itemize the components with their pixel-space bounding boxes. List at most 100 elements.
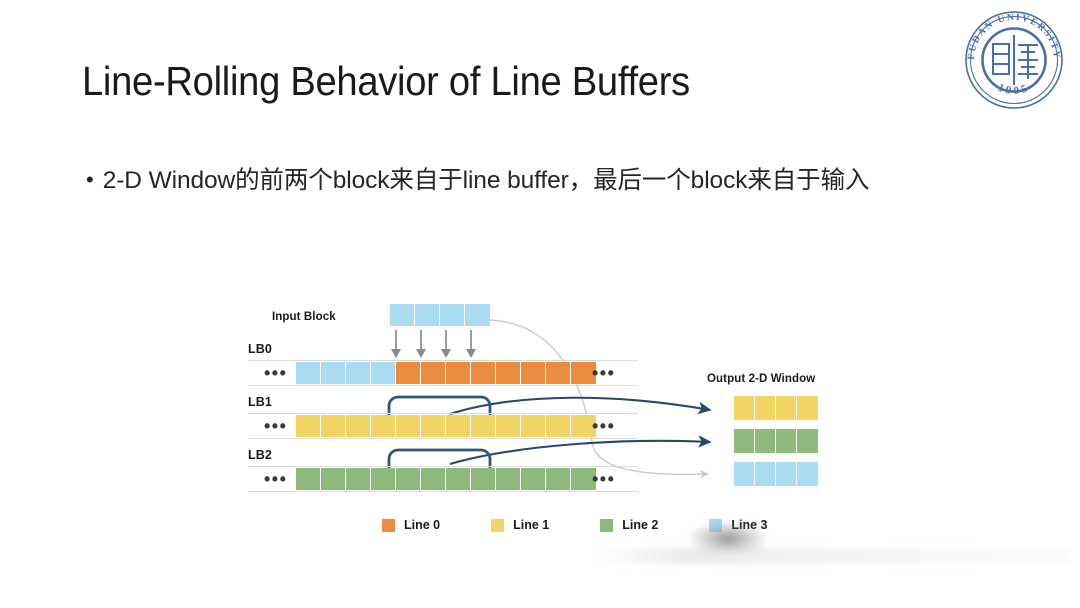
- lb0-cell: [321, 362, 346, 384]
- lb1-cell: [346, 415, 371, 437]
- lb2-cell: [296, 468, 321, 490]
- lb1-cell: [496, 415, 521, 437]
- lb1-label: LB1: [248, 395, 272, 409]
- output-row: [734, 429, 818, 453]
- lb2-cell: [546, 468, 571, 490]
- slide-title: Line-Rolling Behavior of Line Buffers: [82, 58, 690, 104]
- lb1-cell: [321, 415, 346, 437]
- lb2-right-ellipsis: •••: [592, 469, 616, 489]
- fudan-university-logo-icon: FUDAN UNIVERSITY 1905: [962, 8, 1066, 112]
- legend-swatch: [382, 518, 395, 532]
- output-row: [734, 396, 818, 420]
- lb2-cell: [421, 468, 446, 490]
- output-cell: [797, 429, 818, 453]
- output-cell: [755, 429, 776, 453]
- lb2-cell: [571, 468, 596, 490]
- legend-swatch: [491, 518, 505, 532]
- lb2-cell: [471, 468, 496, 490]
- lb0-cell: [346, 362, 371, 384]
- lb2-cell: [371, 468, 396, 490]
- lb2-cell: [396, 468, 421, 490]
- input-block-label: Input Block: [272, 311, 336, 323]
- output-cell: [797, 396, 818, 420]
- lb1-cell: [396, 415, 421, 437]
- lb0-left-ellipsis: •••: [264, 363, 288, 383]
- lb0-guide-bottom: [248, 385, 638, 386]
- lb1-cell: [421, 415, 446, 437]
- lb0-cell: [396, 362, 421, 384]
- lb1-cell: [371, 415, 396, 437]
- lb1-right-ellipsis: •••: [592, 416, 616, 436]
- diagram-legend: Line 0 Line 1 Line 2 Line 3: [382, 518, 768, 532]
- output-cell: [734, 396, 755, 420]
- input-block-cells: [390, 304, 490, 326]
- input-block-cell: [465, 304, 490, 326]
- output-cell: [776, 462, 797, 486]
- lb2-guide-bottom: [248, 491, 638, 492]
- lb0-cell: [471, 362, 496, 384]
- input-block-cell: [440, 304, 465, 326]
- lb0-cell: [446, 362, 471, 384]
- logo-year-text: 1905: [996, 82, 1029, 98]
- output-cell: [734, 429, 755, 453]
- lb1-guide-top: [248, 413, 638, 414]
- lb2-left-ellipsis: •••: [264, 469, 288, 489]
- legend-label: Line 2: [622, 518, 659, 532]
- output-cell: [755, 462, 776, 486]
- connector-lb1-to-output: [449, 396, 712, 416]
- bullet-item-text: 2-D Window的前两个block来自于line buffer，最后一个bl…: [102, 167, 870, 194]
- legend-item: Line 1: [491, 518, 549, 532]
- lb2-cells: [296, 468, 596, 490]
- output-cell: [776, 396, 797, 420]
- output-2d-window: [734, 396, 818, 495]
- legend-label: Line 3: [731, 518, 768, 532]
- legend-label: Line 1: [513, 518, 550, 532]
- legend-label: Line 0: [404, 518, 441, 532]
- lb2-cell: [321, 468, 346, 490]
- output-cell: [797, 462, 818, 486]
- lb2-cell: [521, 468, 546, 490]
- lb0-right-ellipsis: •••: [592, 363, 616, 383]
- lb2-cell: [346, 468, 371, 490]
- line-buffer-diagram: Input Block LB0 ••• ••• LB1 ••• ••• LB2 …: [240, 292, 880, 542]
- lb0-cell: [296, 362, 321, 384]
- lb1-cell: [446, 415, 471, 437]
- output-cell: [776, 429, 797, 453]
- lb2-label: LB2: [248, 448, 272, 462]
- lb1-cells: [296, 415, 596, 437]
- lb0-cell: [546, 362, 571, 384]
- lb1-guide-bottom: [248, 438, 638, 439]
- bullet-marker: •: [86, 167, 94, 192]
- lb0-cell: [371, 362, 396, 384]
- input-block-cell: [390, 304, 415, 326]
- lb2-cell: [496, 468, 521, 490]
- lb0-cell: [571, 362, 596, 384]
- legend-swatch: [709, 518, 723, 532]
- lb2-cell: [446, 468, 471, 490]
- lb1-left-ellipsis: •••: [264, 416, 288, 436]
- lb1-cell: [471, 415, 496, 437]
- bullet-list: • 2-D Window的前两个block来自于line buffer，最后一个…: [86, 163, 986, 198]
- output-window-label: Output 2-D Window: [707, 373, 816, 385]
- svg-text:1905: 1905: [996, 82, 1032, 98]
- image-blur-artifact-band: [600, 548, 1070, 564]
- lb2-guide-top: [248, 466, 638, 467]
- output-row: [734, 462, 818, 486]
- lb0-cells: [296, 362, 596, 384]
- output-cell: [734, 462, 755, 486]
- legend-item: Line 3: [709, 518, 768, 532]
- lb0-cell: [421, 362, 446, 384]
- output-cell: [755, 396, 776, 420]
- legend-swatch: [600, 518, 614, 532]
- legend-item: Line 0: [382, 518, 440, 532]
- lb1-cell: [521, 415, 546, 437]
- lb1-cell: [546, 415, 571, 437]
- legend-item: Line 2: [600, 518, 658, 532]
- lb0-cell: [496, 362, 521, 384]
- lb0-cell: [521, 362, 546, 384]
- lb1-cell: [296, 415, 321, 437]
- lb0-guide-top: [248, 360, 638, 361]
- lb1-cell: [571, 415, 596, 437]
- connector-lb2-to-output: [449, 435, 712, 466]
